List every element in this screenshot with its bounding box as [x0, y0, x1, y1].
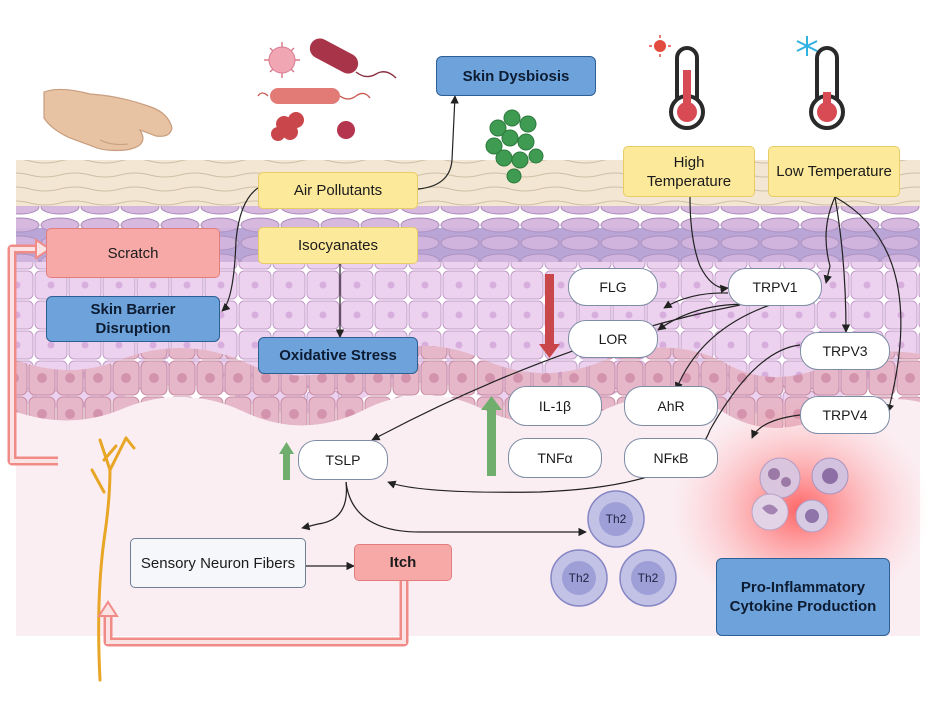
stratum-basale: [16, 345, 920, 429]
air-pollutants-box: Air Pollutants: [258, 172, 418, 209]
thermometer-cold-icon: [809, 46, 845, 130]
bacteria-icon: [257, 38, 544, 184]
trpv3-pill: TRPV3: [800, 332, 890, 370]
down-arrow-red: [539, 274, 560, 358]
scratch-arrowhead: [35, 238, 52, 260]
il1b-pill: IL-1β: [508, 386, 602, 426]
snowflake-icon: [796, 36, 818, 56]
hand-icon: [43, 88, 173, 152]
up-arrow-green-large: [481, 396, 502, 476]
isocyanates-box: Isocyanates: [258, 227, 418, 264]
skin-barrier-disruption-box: Skin Barrier Disruption: [46, 296, 220, 342]
th2-cells: [550, 490, 677, 607]
th2-label-top: Th2: [605, 512, 627, 526]
flg-pill: FLG: [568, 268, 658, 306]
connector-arrows: [221, 95, 902, 571]
itch-arrowhead: [97, 600, 119, 617]
itch-box: Itch: [354, 544, 452, 581]
skin-dysbiosis-box: Skin Dysbiosis: [436, 56, 596, 96]
virus-icon: [264, 42, 300, 78]
sensory-neuron-fibers-box: Sensory Neuron Fibers: [130, 538, 306, 588]
tnfa-pill: TNFα: [508, 438, 602, 478]
stratum-lucidum: [16, 206, 920, 228]
scratch-box: Scratch: [46, 228, 220, 278]
nerve-fiber-icon: [90, 436, 136, 682]
nfkb-pill: NFκB: [624, 438, 718, 478]
th2-label-right: Th2: [637, 571, 659, 585]
th2-label-left: Th2: [568, 571, 590, 585]
sun-icon: [649, 35, 671, 57]
trpv4-pill: TRPV4: [800, 396, 890, 434]
high-temperature-box: High Temperature: [623, 146, 755, 197]
ahr-pill: AhR: [624, 386, 718, 426]
oxidative-stress-box: Oxidative Stress: [258, 337, 418, 374]
tslp-pill: TSLP: [298, 440, 388, 480]
lor-pill: LOR: [568, 320, 658, 358]
thermometer-hot-icon: [669, 46, 705, 130]
immune-cell-icon: [751, 457, 849, 533]
trpv1-pill: TRPV1: [728, 268, 822, 306]
low-temperature-box: Low Temperature: [768, 146, 900, 197]
up-arrow-green-small: [279, 442, 294, 480]
pro-inflammatory-cytokine-box: Pro-Inflammatory Cytokine Production: [716, 558, 890, 636]
